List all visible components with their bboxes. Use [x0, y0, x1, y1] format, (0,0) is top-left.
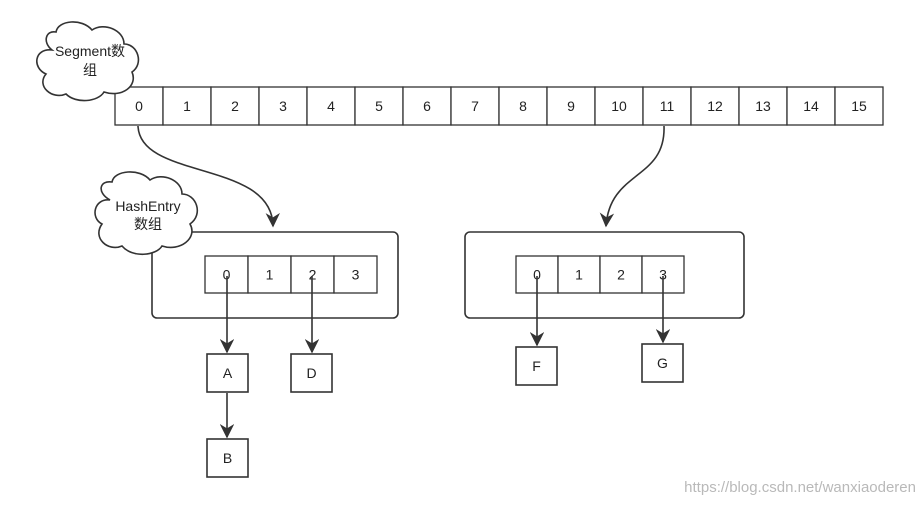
segment-cell-label: 14 [803, 98, 819, 114]
segment-cell-label: 1 [183, 98, 191, 114]
segment-cell: 2 [210, 86, 260, 126]
hashentry-label-line1: HashEntry [115, 198, 180, 214]
hashentry-array-cloud: HashEntry 数组 [94, 171, 199, 256]
segment-cell: 10 [594, 86, 644, 126]
segment-cell: 5 [354, 86, 404, 126]
segment-cell-label: 3 [279, 98, 287, 114]
right-hashentry-array: 0 1 2 3 [515, 255, 685, 294]
segment-cell-label: 6 [423, 98, 431, 114]
segment-cell-label: 8 [519, 98, 527, 114]
node-F: F [515, 346, 558, 386]
node-A-label: A [223, 365, 233, 381]
node-B: B [206, 438, 249, 478]
hashentry-label-line2: 数组 [134, 216, 162, 232]
left-hashentry-cell-label: 1 [266, 267, 274, 283]
right-hashentry-cell-label: 2 [617, 267, 625, 283]
node-G: G [641, 343, 684, 383]
segment-cell: 8 [498, 86, 548, 126]
segment-cell-label: 7 [471, 98, 479, 114]
segment-cell-label: 13 [755, 98, 771, 114]
right-hashentry-cell-label: 0 [533, 267, 541, 283]
node-F-label: F [532, 358, 541, 374]
segment-cell-label: 2 [231, 98, 239, 114]
right-hashentry-cell-label: 3 [659, 267, 667, 283]
arrow-seg0-to-left [137, 125, 280, 228]
node-B-label: B [223, 450, 232, 466]
segment-cell-label: 11 [660, 98, 675, 114]
segment-cell-label: 10 [611, 98, 627, 114]
segment-label-line2: 组 [83, 62, 97, 78]
node-A: A [206, 353, 249, 393]
segment-cell: 1 [162, 86, 212, 126]
segment-cell: 14 [786, 86, 836, 126]
right-hashentry-cell-label: 1 [575, 267, 583, 283]
left-hashentry-cell: 1 [247, 255, 292, 294]
watermark-text: https://blog.csdn.net/wanxiaoderen [684, 479, 916, 496]
node-G-label: G [657, 355, 668, 371]
segment-cell: 6 [402, 86, 452, 126]
right-hashentry-cell: 2 [599, 255, 643, 294]
left-hashentry-cell: 3 [333, 255, 378, 294]
segment-cell-label: 15 [851, 98, 867, 114]
left-hashentry-cell-label: 3 [352, 267, 360, 283]
segment-array-cloud: Segment数 组 [36, 21, 140, 102]
arrow-seg11-to-right [599, 125, 665, 228]
segment-cell-label: 5 [375, 98, 383, 114]
segment-cell-label: 4 [327, 98, 335, 114]
left-hashentry-cell-label: 0 [223, 267, 231, 283]
node-D: D [290, 353, 333, 393]
segment-label-line1: Segment数 [55, 43, 125, 59]
left-hashentry-cell-label: 2 [309, 267, 317, 283]
segment-cell-label: 9 [567, 98, 575, 114]
segment-cell: 12 [690, 86, 740, 126]
segment-cell: 4 [306, 86, 356, 126]
node-D-label: D [306, 365, 316, 381]
segment-cell: 15 [834, 86, 884, 126]
segment-cell: 7 [450, 86, 500, 126]
segment-cell: 11 [642, 86, 692, 126]
segment-cell-label: 0 [135, 98, 143, 114]
segment-cell-label: 12 [707, 98, 723, 114]
segment-cell: 3 [258, 86, 308, 126]
left-hashentry-array: 0 1 2 3 [204, 255, 378, 294]
segment-cell: 0 [114, 86, 164, 126]
segment-cell: 13 [738, 86, 788, 126]
segment-cell: 9 [546, 86, 596, 126]
right-hashentry-cell: 1 [557, 255, 601, 294]
